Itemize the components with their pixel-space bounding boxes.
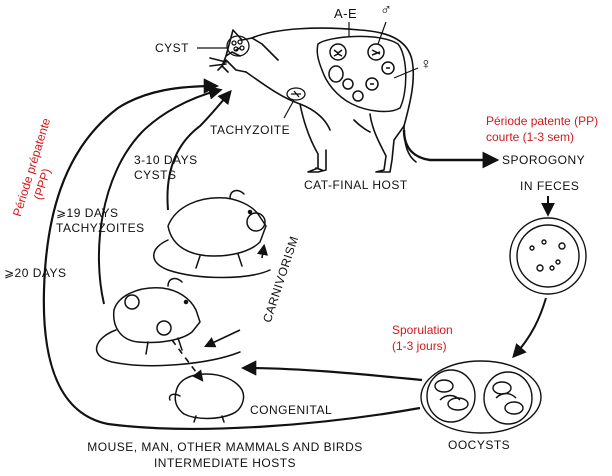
cat-label-pointers [197, 21, 419, 119]
patent-period-line1: Période patente (PP) [486, 114, 599, 128]
oocysts-to-cat-arrow [42, 78, 421, 430]
tachyzoite-label: TACHYZOITE [210, 123, 291, 137]
sporulation-line2: (1-3 jours) [392, 339, 447, 353]
carnivorism-left-arrow [203, 329, 241, 348]
cat-final-host-label: CAT-FINAL HOST [304, 178, 408, 192]
tachyzoites-days-label: ⩾19 DAYS [56, 206, 119, 220]
tachyzoites-label: TACHYZOITES [56, 221, 145, 235]
mouse-lower-drawing [95, 277, 241, 367]
intermediate-hosts-line1: MOUSE, MAN, OTHER MAMMALS AND BIRDS [87, 440, 363, 454]
male-symbol: ♂ [380, 2, 393, 19]
sporogony-label: SPOROGONY [502, 153, 586, 167]
cysts-label: CYSTS [134, 168, 177, 182]
intermediate-hosts-line2: INTERMEDIATE HOSTS [153, 456, 297, 470]
sporulation-arrow [512, 297, 547, 359]
patent-period-line2: courte (1-3 sem) [486, 130, 575, 144]
tachyzoite-icon [286, 87, 306, 101]
cysts-days-label: 3-10 DAYS [134, 153, 198, 167]
cat-to-feces-arrow [402, 129, 500, 169]
oocysts-days-label: ⩾20 DAYS [4, 266, 67, 280]
sporulation-line1: Sporulation [392, 323, 453, 337]
cat-intestine [316, 35, 407, 113]
stages-a-e-label: A-E [334, 6, 358, 21]
cysts-to-cat-arrow [166, 89, 232, 211]
mouse-upper-drawing [153, 189, 271, 279]
sporulated-oocysts-drawing [420, 360, 542, 434]
oocysts-label: OOCYSTS [448, 438, 511, 452]
congenital-label: CONGENITAL [250, 403, 333, 417]
cyst-label: CYST [155, 41, 190, 55]
baby-mouse-drawing [168, 373, 245, 423]
carnivorism-up-arrow [257, 243, 269, 259]
female-symbol: ♀ [420, 56, 433, 73]
in-feces-label: IN FECES [520, 179, 580, 193]
tachyzoites-to-cat-arrow [97, 85, 223, 305]
oocyst-in-feces-drawing [509, 217, 587, 295]
cyst-icon [226, 35, 250, 57]
oocysts-to-hosts-arrow [240, 360, 423, 382]
congenital-arrow [171, 339, 204, 382]
